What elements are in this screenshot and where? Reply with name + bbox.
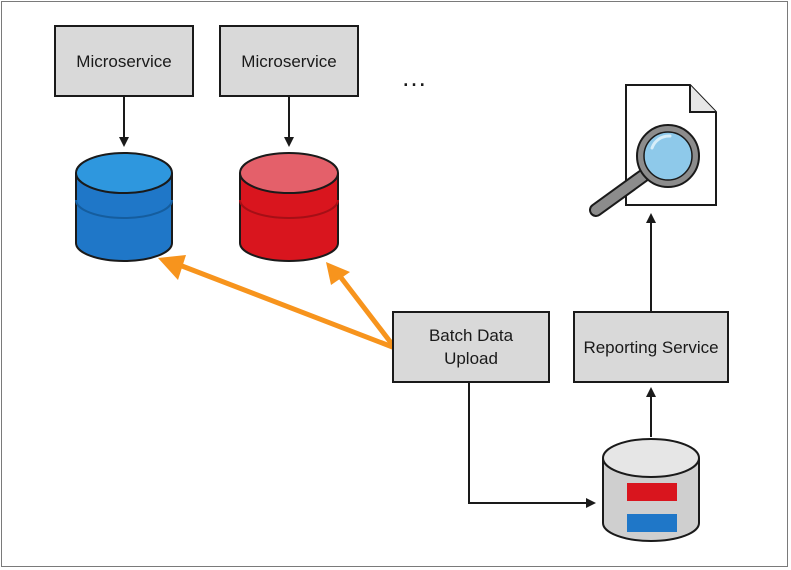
red-data-block — [627, 483, 677, 501]
reporting-service-label: Reporting Service — [583, 338, 718, 357]
orange-arrow-to-blue-db — [179, 263, 398, 351]
batch-data-upload-label-line2: Upload — [444, 349, 498, 368]
database-icon[interactable] — [602, 438, 700, 542]
arrow-batch-to-reporting-db — [468, 382, 596, 508]
database-red-icon[interactable] — [239, 152, 339, 262]
magnifier-icon — [589, 124, 700, 217]
blue-data-block — [627, 514, 677, 532]
reporting-service-box[interactable]: Reporting Service — [573, 311, 729, 383]
orange-arrowhead-red — [326, 262, 350, 285]
microservice-label-1: Microservice — [76, 52, 171, 71]
microservice-label-2: Microservice — [241, 52, 336, 71]
microservice-box-1[interactable]: Microservice — [54, 25, 194, 97]
microservice-box-2[interactable]: Microservice — [219, 25, 359, 97]
orange-arrow-to-red-db — [336, 272, 398, 351]
batch-data-upload-label-line1: Batch Data — [429, 326, 514, 345]
database-blue-icon[interactable] — [75, 152, 173, 262]
orange-arrowhead-blue — [158, 255, 186, 280]
document-fold — [689, 85, 716, 113]
orange-arrows — [158, 255, 398, 351]
ellipsis-text: … — [401, 62, 427, 92]
report-document-icon[interactable] — [589, 84, 717, 217]
batch-data-upload-box[interactable]: Batch Data Upload — [392, 311, 550, 383]
